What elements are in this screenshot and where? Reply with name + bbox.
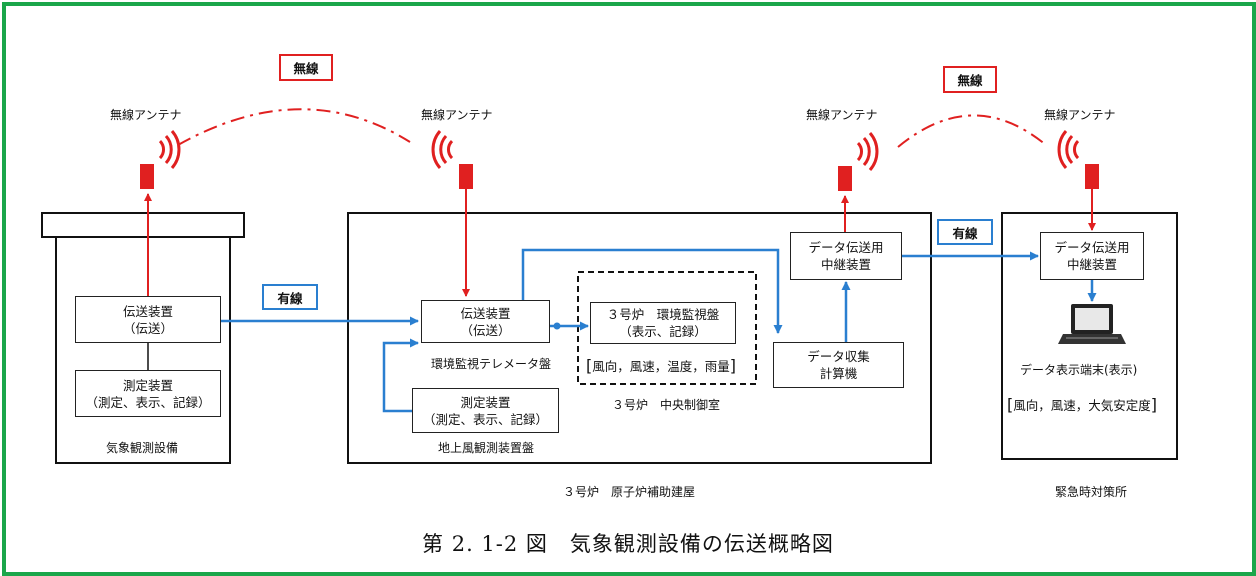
station-measurement-title: 測定装置 <box>122 377 173 393</box>
building-relay-title: データ伝送用 <box>808 240 884 255</box>
building-transmitter-sub: （伝送） <box>460 322 511 338</box>
terminal-items: [風向，風速，大気安定度] <box>1007 395 1158 414</box>
wired-tag-left: 有線 <box>262 284 318 310</box>
wireless-arc-left <box>177 108 411 146</box>
telemeter-panel-label: 環境監視テレメータ盤 <box>431 357 552 371</box>
data-collector-box: データ収集 計算機 <box>773 342 904 388</box>
terminal-items-text: 風向，風速，大気安定度 <box>1013 398 1151 413</box>
auxiliary-building-outline <box>347 212 932 464</box>
figure-caption: 第 2. 1-2 図 気象観測設備の伝送概略図 <box>422 532 834 556</box>
monitor-items: [風向，風速，温度，雨量] <box>586 356 737 375</box>
laptop-icon <box>1058 304 1126 344</box>
data-collector-sub: 計算機 <box>819 366 858 381</box>
antenna-4-icon <box>1057 130 1099 189</box>
wireless-tag-right: 無線 <box>943 66 997 93</box>
monitor-panel-title: ３号炉 環境監視盤 <box>606 307 720 322</box>
station-measurement-box: 測定装置 （測定、表示、記録） <box>75 370 221 417</box>
antenna-label-3: 無線アンテナ <box>806 108 878 122</box>
station-transmitter-title: 伝送装置 <box>122 303 173 319</box>
monitor-panel-box: ３号炉 環境監視盤 （表示、記録） <box>590 302 736 344</box>
wireless-tag-left: 無線 <box>279 54 333 81</box>
weather-station-label: 気象観測設備 <box>106 441 179 455</box>
ground-measurement-box: 測定装置 （測定、表示、記録） <box>412 388 559 433</box>
wireless-arc-right <box>897 114 1047 148</box>
emergency-room-outline <box>1001 212 1178 460</box>
station-transmitter-sub: （伝送） <box>122 320 173 336</box>
control-room-label: ３号炉 中央制御室 <box>612 398 721 412</box>
emergency-relay-sub: 中継装置 <box>1066 257 1117 272</box>
building-relay-sub: 中継装置 <box>820 257 871 272</box>
weather-station-housing <box>41 212 245 464</box>
auxiliary-building-label: ３号炉 原子炉補助建屋 <box>563 485 696 499</box>
antenna-label-4: 無線アンテナ <box>1044 108 1116 122</box>
antenna-1-icon <box>140 130 181 189</box>
building-relay-box: データ伝送用 中継装置 <box>790 232 902 280</box>
data-collector-title: データ収集 <box>807 349 870 364</box>
station-measurement-sub: （測定、表示、記録） <box>85 394 211 410</box>
emergency-relay-box: データ伝送用 中継装置 <box>1040 232 1144 280</box>
building-transmitter-box: 伝送装置 （伝送） <box>421 300 550 343</box>
monitor-items-text: 風向，風速，温度，雨量 <box>592 359 730 374</box>
antenna-2-icon <box>431 130 473 189</box>
ground-measurement-title: 測定装置 <box>460 394 511 410</box>
emergency-relay-title: データ伝送用 <box>1054 240 1130 255</box>
antenna-label-2: 無線アンテナ <box>421 108 493 122</box>
ground-measurement-sub: （測定、表示、記録） <box>422 411 548 427</box>
emergency-room-label: 緊急時対策所 <box>1055 485 1128 499</box>
monitor-panel-sub: （表示、記録） <box>619 324 707 339</box>
building-transmitter-title: 伝送装置 <box>460 305 511 321</box>
wired-tag-right: 有線 <box>937 219 993 245</box>
terminal-label: データ表示端末(表示) <box>1020 363 1138 377</box>
antenna-label-1: 無線アンテナ <box>110 108 182 122</box>
ground-panel-label: 地上風観測装置盤 <box>438 441 535 455</box>
station-transmitter-box: 伝送装置 （伝送） <box>75 296 221 343</box>
control-room-outline <box>577 271 757 385</box>
antenna-3-icon <box>838 132 879 191</box>
